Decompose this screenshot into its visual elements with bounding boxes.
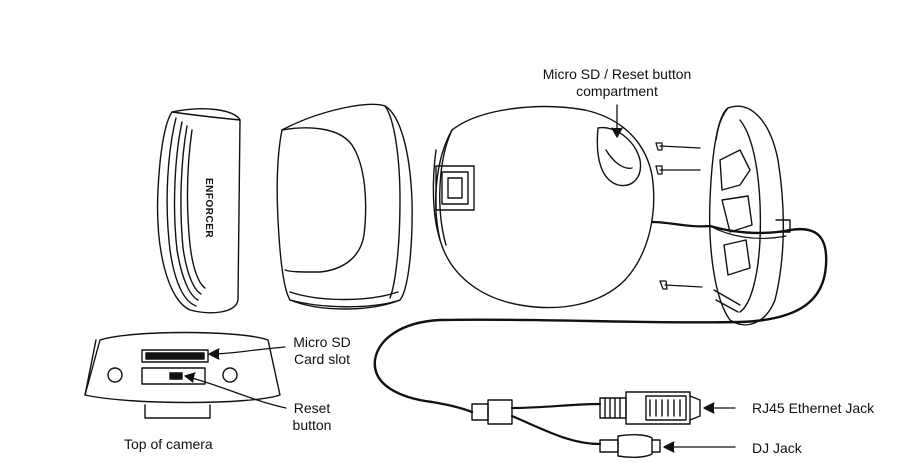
sd-slot-label: Micro SD Card slot: [282, 334, 362, 368]
mounting-base: [708, 105, 791, 326]
sd-compartment-label-line2: compartment: [576, 83, 658, 99]
sd-slot-label-line1: Micro SD: [293, 334, 351, 350]
sd-compartment-label: Micro SD / Reset button compartment: [532, 66, 702, 100]
sd-slot-label-line2: Card slot: [293, 351, 351, 367]
reset-button-label-line1: Reset: [293, 400, 331, 416]
camera-ball: [432, 105, 712, 309]
screws: [655, 142, 703, 290]
brand-logo-text: ENFORCER: [203, 178, 214, 239]
trim-ring: [156, 108, 241, 314]
top-of-camera-caption: Top of camera: [124, 436, 213, 452]
reset-button-label-line2: button: [292, 417, 332, 433]
pigtail: [471, 399, 602, 446]
cable: [373, 224, 828, 414]
visor-shroud: [276, 103, 413, 310]
rj45-jack-label: RJ45 Ethernet Jack: [752, 400, 875, 416]
rj45-jack: [599, 391, 701, 425]
sd-compartment-label-line1: Micro SD / Reset button: [542, 66, 692, 82]
reset-button-label: Reset button: [282, 400, 342, 434]
dc-jack-label: DJ Jack: [752, 440, 802, 456]
leader-arrows: [184, 104, 736, 453]
dc-jack: [599, 433, 661, 459]
top-of-camera-inset: [84, 331, 281, 419]
